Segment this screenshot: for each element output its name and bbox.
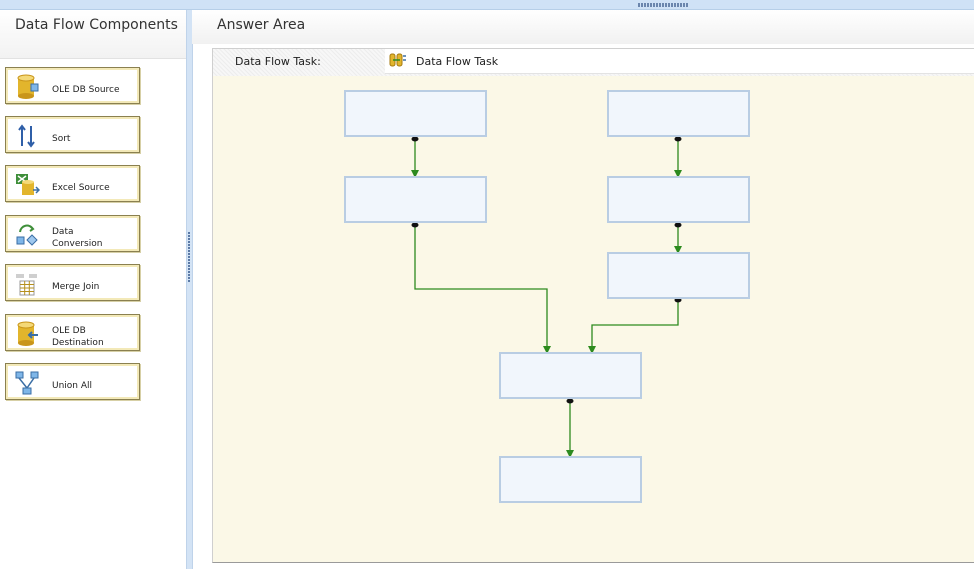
data-flow-task-selector[interactable]: Data Flow Task <box>385 49 974 74</box>
answer-area-header: Answer Area <box>192 10 974 44</box>
drop-target-right-3[interactable] <box>607 252 750 299</box>
component-excel-source[interactable]: Excel Source <box>5 165 140 202</box>
union-icon <box>15 371 39 395</box>
design-canvas <box>212 76 974 563</box>
component-label: OLE DB Source <box>52 85 120 95</box>
component-label-line1: Data <box>52 227 74 237</box>
drop-target-right-2[interactable] <box>607 176 750 223</box>
vertical-splitter[interactable] <box>186 10 193 569</box>
data-flow-task-icon <box>389 53 406 67</box>
drop-target-left-1[interactable] <box>344 90 487 137</box>
component-ole-db-destination[interactable]: OLE DB Destination <box>5 314 140 351</box>
component-label: Merge Join <box>52 282 100 292</box>
data-flow-task-value: Data Flow Task <box>416 55 499 68</box>
connector-left-to-merge[interactable] <box>414 224 551 354</box>
component-label: Sort <box>52 134 71 144</box>
splitter-grip-icon[interactable] <box>188 232 190 282</box>
data-flow-components-panel: Data Flow Components OLE DB Source Sort … <box>0 10 186 569</box>
drop-target-merge[interactable] <box>499 352 642 399</box>
component-label: Excel Source <box>52 183 110 193</box>
component-data-conversion[interactable]: Data Conversion <box>5 215 140 252</box>
merge-grid-icon <box>16 274 37 296</box>
cylinder-db-icon <box>17 74 39 99</box>
data-flow-diagram <box>344 90 750 503</box>
connector-right-to-merge[interactable] <box>588 299 679 354</box>
excel-icon <box>16 174 40 195</box>
splitter-grip-icon[interactable] <box>638 3 688 7</box>
data-flow-task-bar: Data Flow Task: Data Flow Task <box>212 48 974 77</box>
component-label-line1: OLE DB <box>52 326 86 336</box>
data-flow-task-label: Data Flow Task: <box>235 55 321 68</box>
answer-area-title: Answer Area <box>217 17 306 33</box>
component-sort[interactable]: Sort <box>5 116 140 153</box>
component-merge-join[interactable]: Merge Join <box>5 264 140 301</box>
component-ole-db-source[interactable]: OLE DB Source <box>5 67 140 104</box>
component-label-line2: Conversion <box>52 239 103 249</box>
conversion-icon <box>16 224 38 246</box>
sort-arrows-icon <box>18 124 35 148</box>
cylinder-db-arrow-icon <box>17 321 38 346</box>
drop-target-destination[interactable] <box>499 456 642 503</box>
drop-target-left-2[interactable] <box>344 176 487 223</box>
panel-header: Data Flow Components <box>0 10 186 59</box>
component-label-line2: Destination <box>52 338 104 348</box>
top-splitter-bar <box>0 0 974 10</box>
component-union-all[interactable]: Union All <box>5 363 140 400</box>
drop-target-right-1[interactable] <box>607 90 750 137</box>
panel-title: Data Flow Components <box>15 17 178 33</box>
component-label: Union All <box>52 381 93 391</box>
